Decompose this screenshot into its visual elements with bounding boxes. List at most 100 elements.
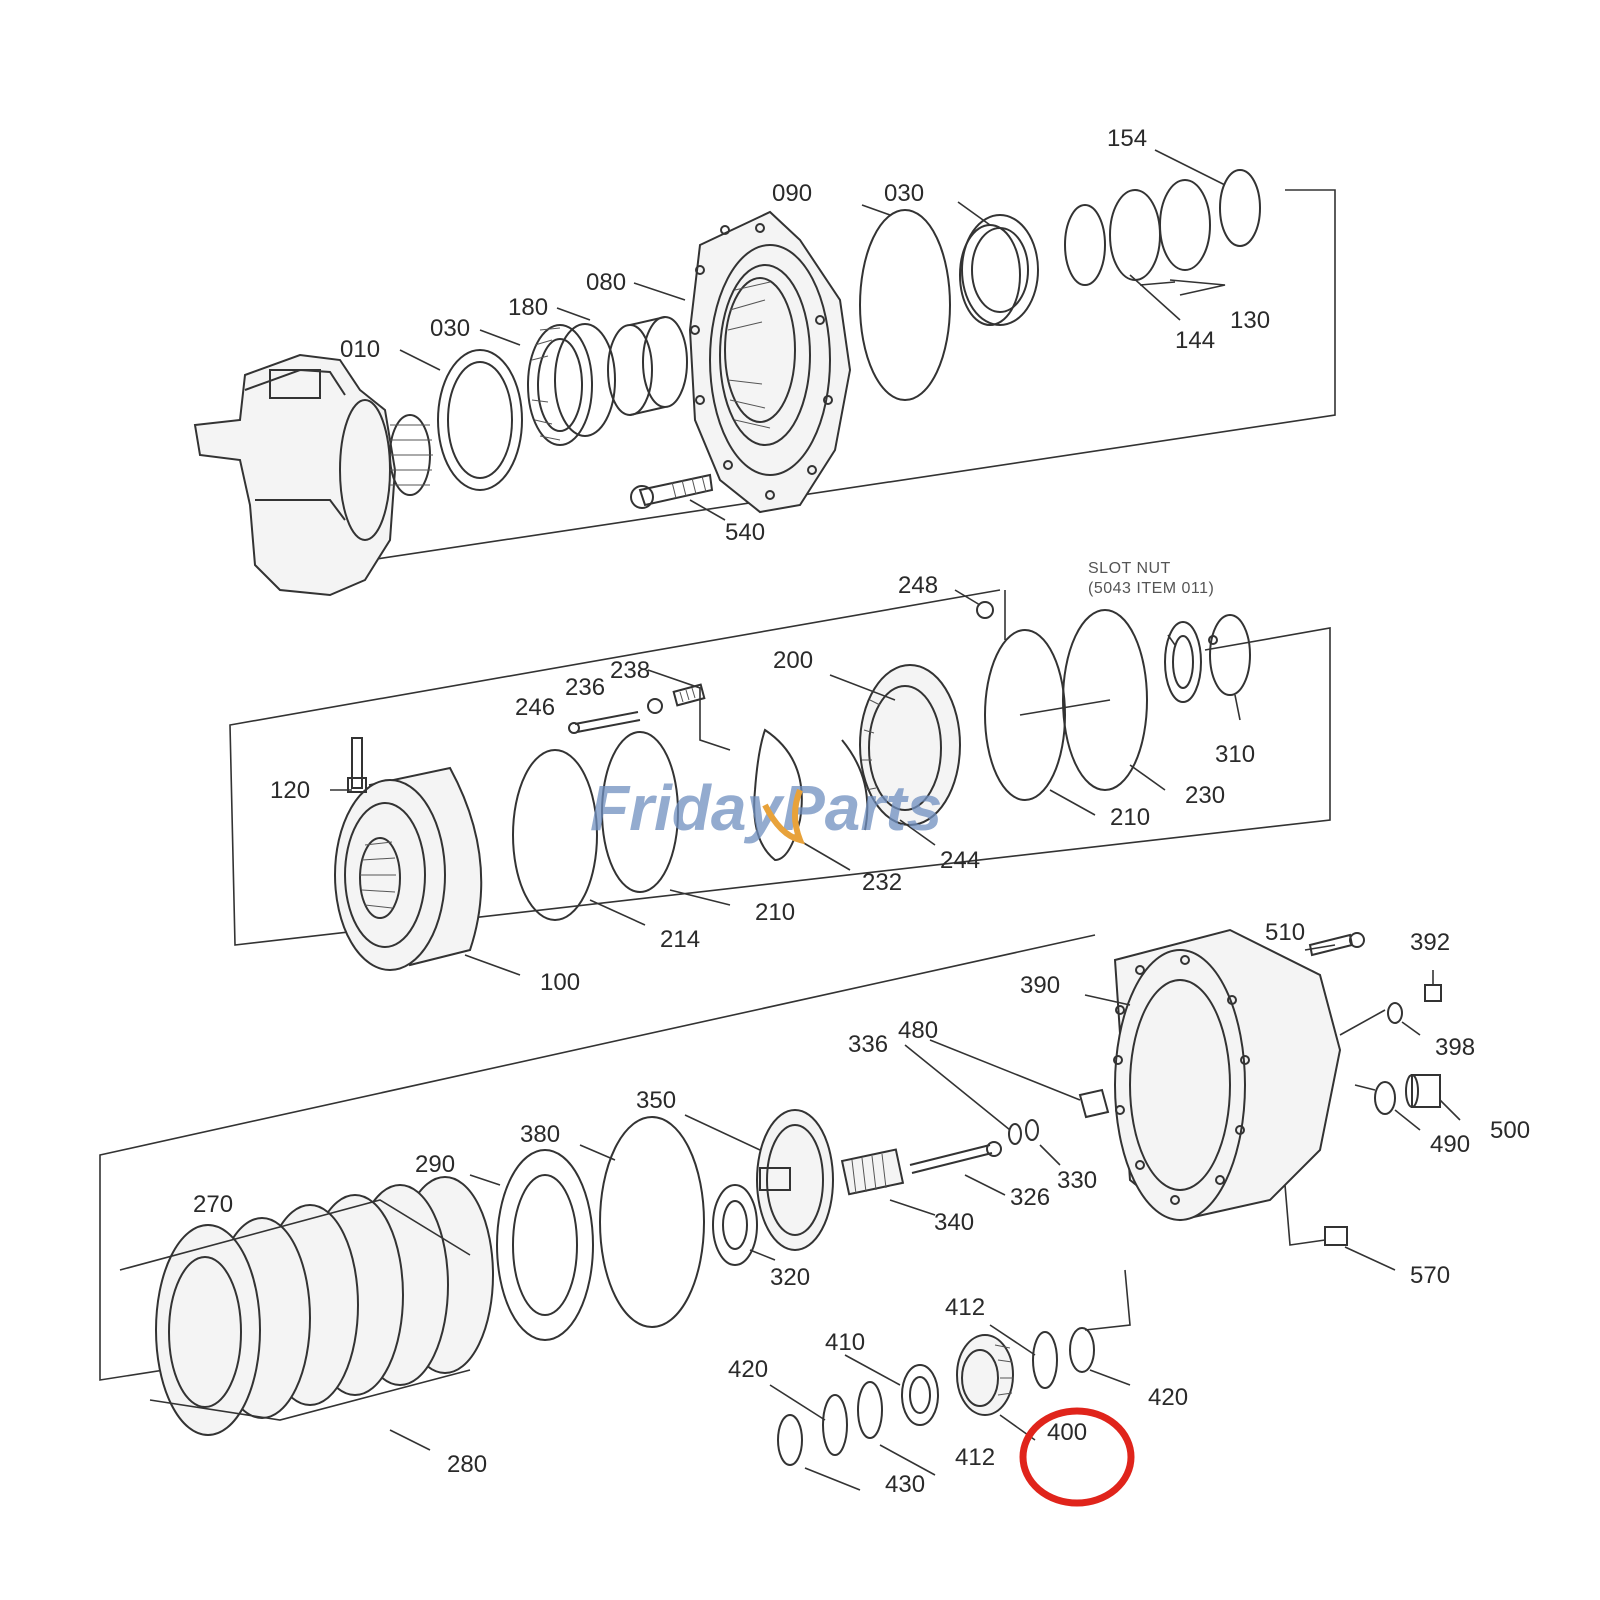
part-ring-144 <box>1064 204 1106 286</box>
callout-248: 248 <box>898 572 938 599</box>
part-bolt-120 <box>347 737 367 793</box>
callout-380: 380 <box>520 1121 560 1148</box>
callout-570: 570 <box>1410 1262 1450 1289</box>
callout-236: 236 <box>565 674 605 701</box>
callout-010: 010 <box>340 336 380 363</box>
callout-540: 540 <box>725 519 765 546</box>
callout-144: 144 <box>1175 327 1215 354</box>
highlight-circle-400 <box>1019 1407 1135 1507</box>
part-ring-310 <box>1209 614 1251 696</box>
callout-238: 238 <box>610 657 650 684</box>
callout-400: 400 <box>1047 1419 1087 1446</box>
callout-412: 412 <box>945 1294 985 1321</box>
callout-398: 398 <box>1435 1034 1475 1061</box>
assembly-group-middle <box>229 589 1331 976</box>
callout-120: 120 <box>270 777 310 804</box>
part-ring-130a <box>1109 189 1161 281</box>
part-lock-plate-244 <box>753 728 869 862</box>
part-bolt-510 <box>1308 932 1365 957</box>
watermark: FridayParts <box>590 772 942 845</box>
part-nut-200 <box>859 664 961 826</box>
part-ring-420a <box>822 1394 848 1456</box>
part-disc-290 <box>496 1149 594 1341</box>
callout-210: 210 <box>755 899 795 926</box>
part-plug-500 <box>1405 1074 1441 1108</box>
callout-232: 232 <box>862 869 902 896</box>
callout-154: 154 <box>1107 125 1147 152</box>
callout-336: 336 <box>848 1031 888 1058</box>
part-ring-154 <box>1219 169 1261 247</box>
callout-200: 200 <box>773 647 813 674</box>
callout-180: 180 <box>508 294 548 321</box>
callout-392: 392 <box>1410 929 1450 956</box>
callout-030: 030 <box>430 315 470 342</box>
callout-090: 090 <box>772 180 812 207</box>
part-knuckle-housing <box>193 353 433 597</box>
part-bearing-400 <box>956 1334 1014 1416</box>
callout-246: 246 <box>515 694 555 721</box>
part-ring-420b <box>1069 1327 1095 1373</box>
part-housing-390 <box>1113 928 1342 1222</box>
callout-326: 326 <box>1010 1184 1050 1211</box>
callout-420: 420 <box>728 1356 768 1383</box>
callout-270: 270 <box>193 1191 233 1218</box>
callout-280: 280 <box>447 1451 487 1478</box>
part-washer-490 <box>1374 1081 1396 1115</box>
part-brake-disc-stack <box>119 1176 494 1436</box>
callout-340: 340 <box>934 1209 974 1236</box>
part-bearing-cup-030a <box>959 214 1039 326</box>
part-snap-ring-380 <box>599 1116 705 1328</box>
part-bearing-180 <box>527 323 616 446</box>
part-seal-ring-030b <box>437 349 523 491</box>
part-spring-238 <box>672 683 706 707</box>
part-planet-carrier-100 <box>334 766 483 971</box>
callout-350: 350 <box>636 1087 676 1114</box>
callout-500: 500 <box>1490 1117 1530 1144</box>
callout-130: 130 <box>1230 307 1270 334</box>
assembly-group-bottom <box>99 928 1461 1491</box>
callout-080: 080 <box>586 269 626 296</box>
part-ring-210a <box>601 731 679 893</box>
callout-330: 330 <box>1057 1167 1097 1194</box>
slot-nut-note-ref: (5043 ITEM 011) <box>1088 580 1214 597</box>
callout-490: 490 <box>1430 1131 1470 1158</box>
callout-410: 410 <box>825 1329 865 1356</box>
callout-390: 390 <box>1020 972 1060 999</box>
callout-244: 244 <box>940 847 980 874</box>
callout-230: 230 <box>1185 782 1225 809</box>
part-plug-392 <box>1424 984 1442 1002</box>
part-o-ring-090 <box>859 209 951 401</box>
part-ring-430 <box>777 1414 803 1466</box>
callout-labels: 154 090 030 130 144 080 180 030 010 540 … <box>193 125 1530 1498</box>
callout-210: 210 <box>1110 804 1150 831</box>
part-ring-412b <box>857 1381 883 1439</box>
callout-290: 290 <box>415 1151 455 1178</box>
part-ring-210b <box>984 629 1066 801</box>
assembly-group-top <box>193 149 1336 597</box>
center-axis-line <box>1019 699 1111 716</box>
group-frame-bottom-right <box>1084 1269 1131 1331</box>
part-slot-nut <box>1164 621 1202 703</box>
callout-030: 030 <box>884 180 924 207</box>
part-bearing-410 <box>901 1364 939 1426</box>
part-pin-246 <box>568 711 641 734</box>
callout-214: 214 <box>660 926 700 953</box>
watermark-accent-mark <box>762 788 805 845</box>
part-plate-480 <box>1078 1088 1110 1119</box>
group-frame-top <box>369 189 1336 561</box>
part-ring-230 <box>1062 609 1148 791</box>
part-washer-330b <box>1008 1123 1022 1145</box>
part-bolt-540 <box>630 473 714 509</box>
callout-420: 420 <box>1148 1384 1188 1411</box>
callout-510: 510 <box>1265 919 1305 946</box>
part-washer-398 <box>1387 1002 1403 1024</box>
part-gear-350 <box>756 1109 834 1251</box>
part-ring-130b <box>1159 179 1211 271</box>
group-frame-middle <box>229 589 1331 946</box>
slot-nut-note: SLOT NUT <box>1088 560 1171 577</box>
callout-310: 310 <box>1215 741 1255 768</box>
part-pin-326 <box>909 1141 1002 1174</box>
callout-100: 100 <box>540 969 580 996</box>
